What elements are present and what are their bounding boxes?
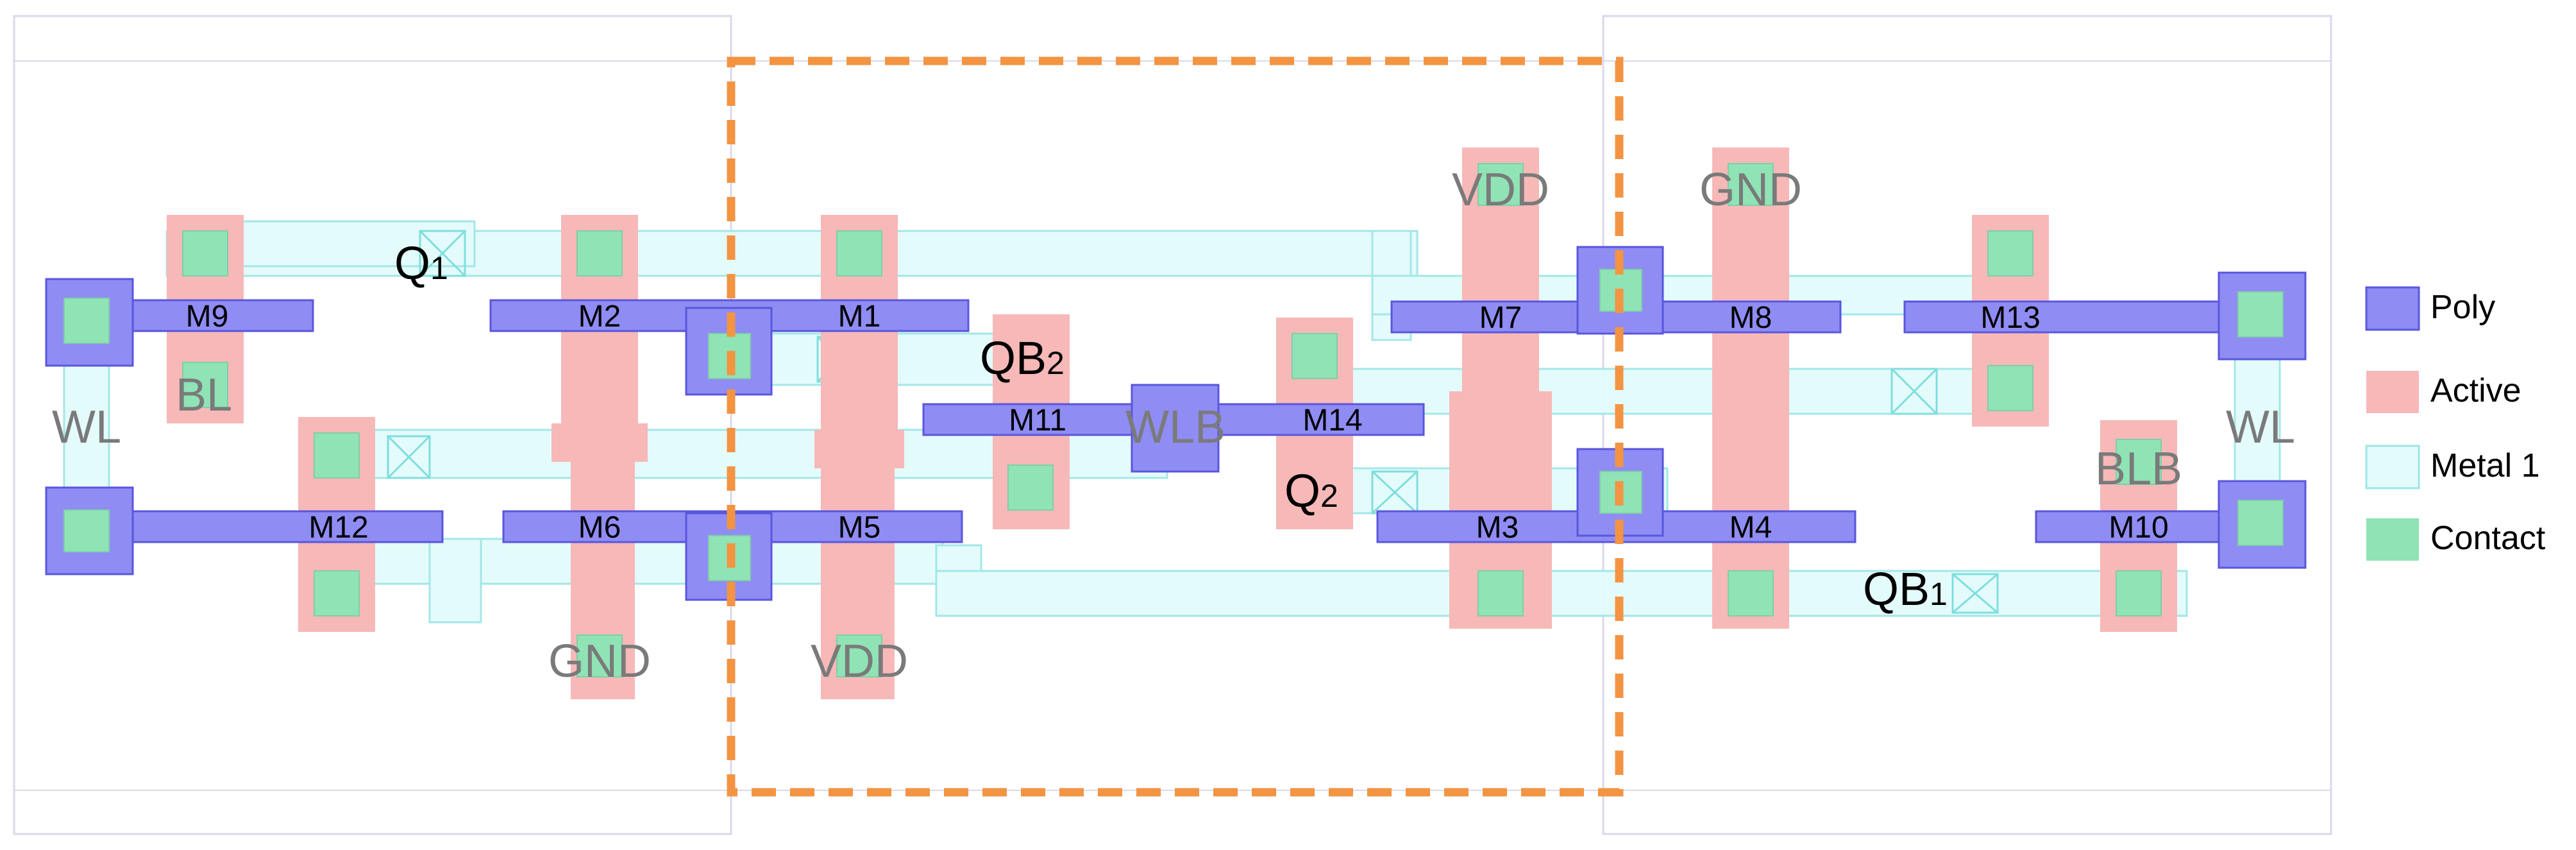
core-highlight-box: [727, 56, 1624, 797]
legend-swatch-active: [2366, 371, 2419, 413]
label-m6: M6: [578, 511, 621, 545]
label-m14: M14: [1302, 404, 1362, 438]
contact: [314, 570, 360, 616]
right-cell-outline: [1602, 15, 2332, 835]
label-m11: M11: [1009, 404, 1066, 438]
label-wl-right: WL: [2226, 402, 2295, 453]
contact: [63, 509, 110, 552]
legend-swatch-metal1: [2365, 445, 2420, 489]
metal1-wire: [428, 538, 482, 624]
poly-gate-m12: [108, 510, 444, 543]
active-region: [814, 430, 904, 468]
contact: [1987, 230, 2033, 276]
contact: [836, 634, 882, 677]
left-cell-outline: [13, 15, 732, 835]
contact: [836, 230, 882, 276]
label-m2: M2: [578, 300, 621, 334]
label-gnd-right: GND: [1699, 164, 1802, 216]
contact: [1728, 570, 1774, 616]
label-m1: M1: [838, 300, 881, 334]
label-vdd-left: VDD: [811, 636, 908, 687]
legend-swatch-poly: [2365, 286, 2420, 331]
legend-swatch-contact: [2366, 518, 2419, 561]
via-cross: [1890, 368, 1938, 415]
contact: [2116, 439, 2162, 485]
label-wl-left: WL: [52, 402, 121, 453]
via-cross: [1951, 573, 1999, 614]
label-m3: M3: [1476, 511, 1519, 545]
poly-gate-m9: [108, 299, 314, 332]
contact: [1007, 464, 1054, 511]
metal1-wire: [935, 570, 2188, 617]
active-region: [551, 423, 648, 462]
contact: [1477, 570, 1524, 616]
contact: [577, 230, 623, 276]
contact-layer: [63, 163, 2284, 677]
legend-label-active: Active: [2430, 372, 2521, 409]
poly-gate-m13: [1903, 300, 2236, 334]
label-blb: BLB: [2095, 443, 2182, 495]
label-m8: M8: [1730, 301, 1772, 335]
label-qb2: QB2: [980, 333, 1065, 384]
contact: [1292, 333, 1338, 379]
label-m10: M10: [2109, 511, 2168, 545]
contact: [2237, 500, 2284, 546]
legend-label-contact: Contact: [2430, 520, 2546, 557]
label-qb1: QB1: [1863, 564, 1948, 615]
label-q2: Q2: [1284, 466, 1338, 517]
label-m13: M13: [1980, 301, 2040, 335]
contact: [182, 362, 228, 408]
label-q1: Q1: [394, 238, 448, 289]
legend: Poly Active Metal 1 Contact: [2365, 286, 2546, 561]
label-m5: M5: [838, 511, 881, 545]
label-bl: BL: [176, 370, 232, 421]
label-m4: M4: [1730, 511, 1772, 545]
contact: [63, 298, 110, 344]
contact: [2237, 291, 2284, 337]
contact: [577, 634, 623, 677]
contact: [1728, 163, 1774, 206]
legend-label-poly: Poly: [2430, 289, 2495, 326]
contact: [2116, 570, 2162, 616]
contact: [1987, 365, 2033, 411]
label-m9: M9: [186, 300, 229, 334]
label-vdd-right: VDD: [1452, 164, 1549, 216]
poly-layer: [45, 246, 2307, 601]
label-m7: M7: [1479, 301, 1522, 335]
via-cross: [387, 435, 431, 479]
contact: [1477, 163, 1524, 206]
label-gnd-left: GND: [548, 636, 651, 687]
poly-gate-m10: [2035, 510, 2236, 543]
via-cross: [419, 230, 466, 277]
poly-pad: [1131, 384, 1220, 473]
legend-label-metal1: Metal 1: [2430, 447, 2540, 484]
label-wlb: WLB: [1125, 402, 1225, 453]
metal1-wire: [1307, 368, 2047, 415]
contact: [314, 432, 360, 479]
label-m12: M12: [308, 511, 368, 545]
contact: [182, 230, 228, 276]
